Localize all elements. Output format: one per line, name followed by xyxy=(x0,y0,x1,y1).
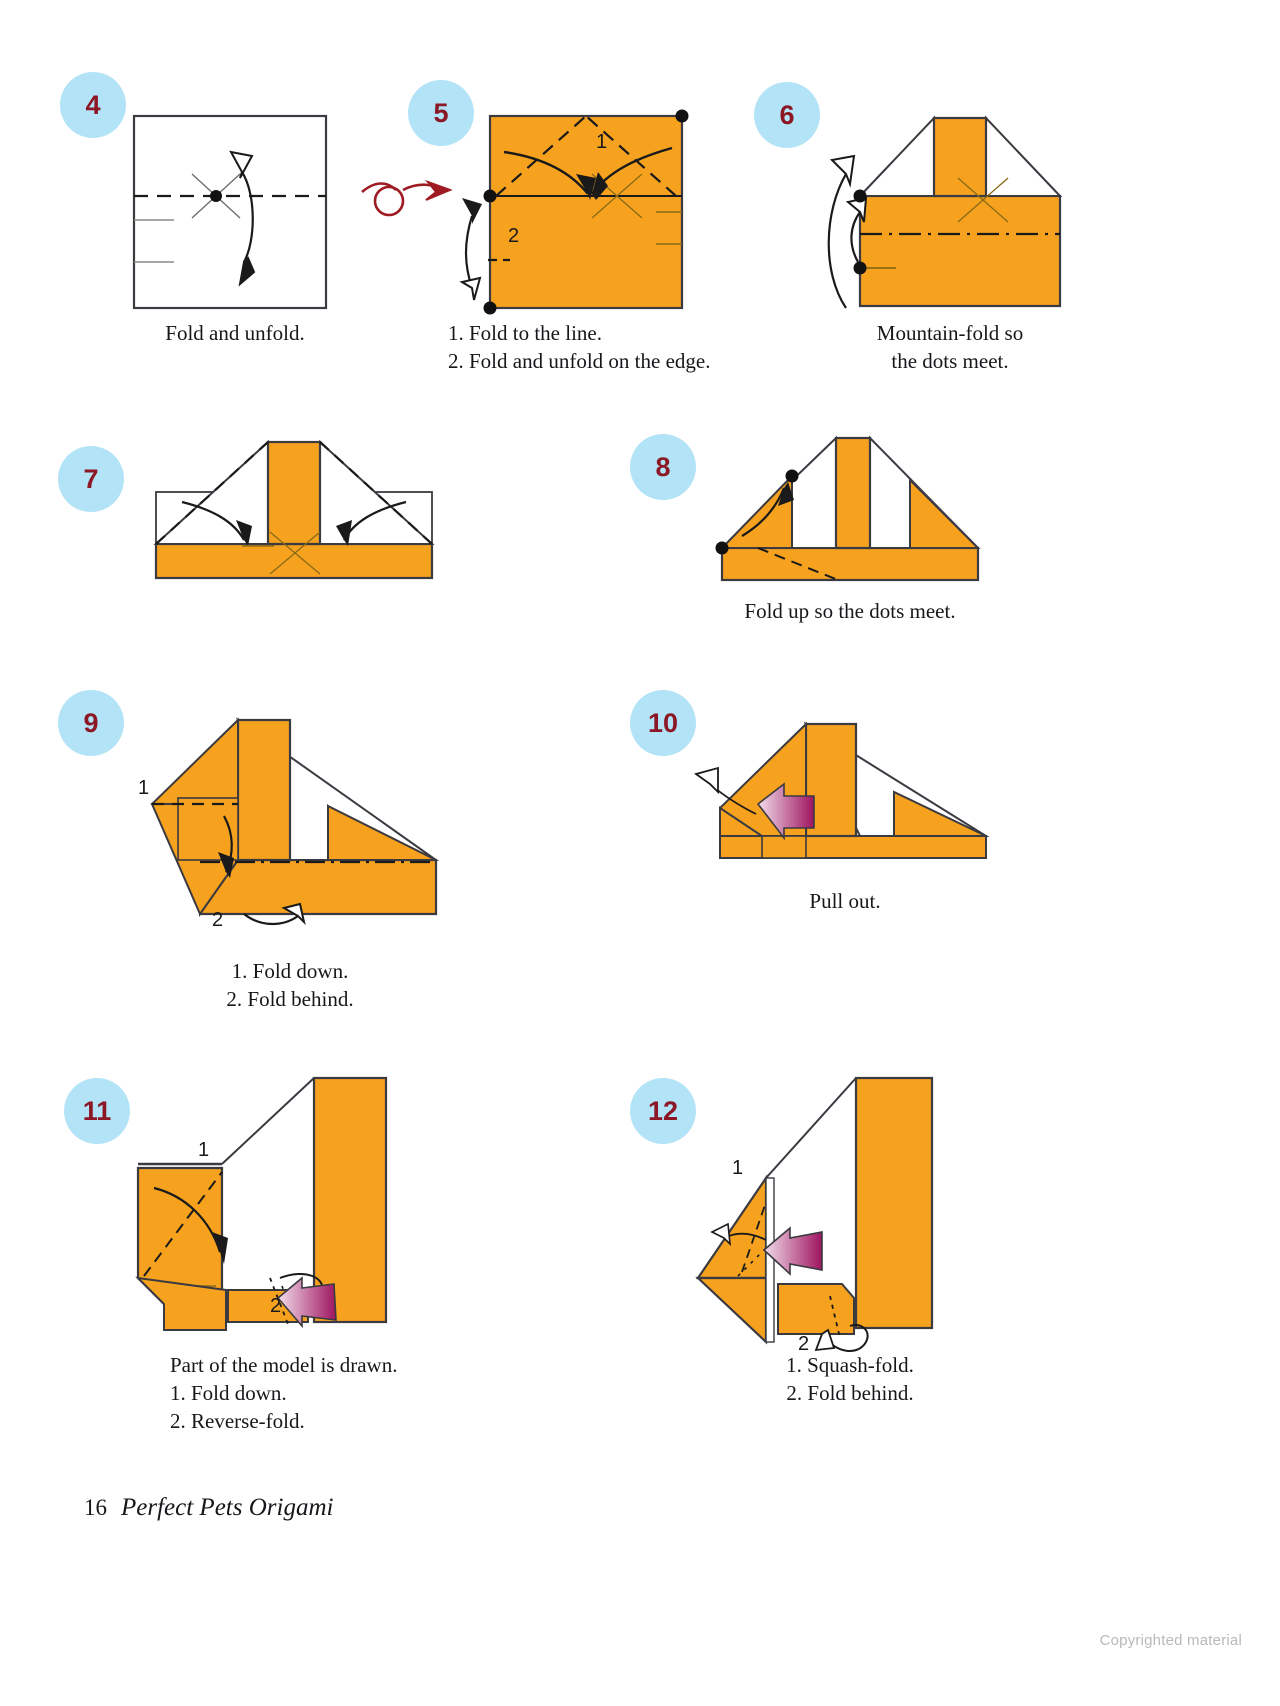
figure-step-6 xyxy=(827,112,1070,312)
reverse-fold-arrow-shape xyxy=(276,1276,337,1329)
step-number-bubble-12: 12 xyxy=(630,1078,696,1144)
svg-text:2: 2 xyxy=(212,909,223,931)
caption-step-10: Pull out. xyxy=(809,889,881,913)
svg-text:2: 2 xyxy=(270,1295,281,1317)
figure-step-11: 1 2 xyxy=(130,1072,400,1337)
squash-fold-arrow-shape xyxy=(762,1226,823,1276)
step-number-bubble-9: 9 xyxy=(58,690,124,756)
book-title: Perfect Pets Origami xyxy=(121,1494,334,1521)
figure-step-7 xyxy=(152,436,442,581)
caption-step-12: 1. Squash-fold. 2. Fold behind. xyxy=(786,1353,914,1405)
figure-step-10 xyxy=(693,718,1010,868)
svg-text:2: 2 xyxy=(508,225,519,247)
step-number-bubble-7: 7 xyxy=(58,446,124,512)
svg-text:1: 1 xyxy=(732,1157,743,1179)
caption-step-8: Fold up so the dots meet. xyxy=(744,599,956,623)
pull-out-arrow-shape xyxy=(756,782,815,841)
svg-text:1: 1 xyxy=(138,777,149,799)
page-footer: 16 Perfect Pets Origami xyxy=(84,1494,333,1522)
figure-step-5: 1 2 xyxy=(459,109,691,315)
svg-text:2: 2 xyxy=(798,1333,809,1355)
step-number-bubble-5: 5 xyxy=(408,80,474,146)
step-number-bubble-11: 11 xyxy=(64,1078,130,1144)
copyright-notice: Copyrighted material xyxy=(1099,1632,1242,1649)
caption-step-4: Fold and unfold. xyxy=(165,321,305,345)
figure-step-4 xyxy=(130,112,335,312)
svg-text:1: 1 xyxy=(596,131,607,153)
figure-step-8 xyxy=(715,432,988,587)
caption-step-9: 1. Fold down. 2. Fold behind. xyxy=(226,959,354,1011)
figure-step-12: 1 2 xyxy=(690,1072,960,1355)
step-number-bubble-4: 4 xyxy=(60,72,126,138)
turn-over-symbol xyxy=(358,168,468,228)
caption-step-6: Mountain-fold so the dots meet. xyxy=(876,321,1024,373)
caption-step-5: 1. Fold to the line. 2. Fold and unfold … xyxy=(448,321,711,373)
svg-text:1: 1 xyxy=(198,1139,209,1161)
step-number-bubble-10: 10 xyxy=(630,690,696,756)
figure-step-9: 1 2 xyxy=(138,712,448,931)
caption-step-11: Part of the model is drawn. 1. Fold down… xyxy=(170,1353,398,1433)
step-number-bubble-6: 6 xyxy=(754,82,820,148)
page-number: 16 xyxy=(84,1495,107,1520)
step-number-bubble-8: 8 xyxy=(630,434,696,500)
